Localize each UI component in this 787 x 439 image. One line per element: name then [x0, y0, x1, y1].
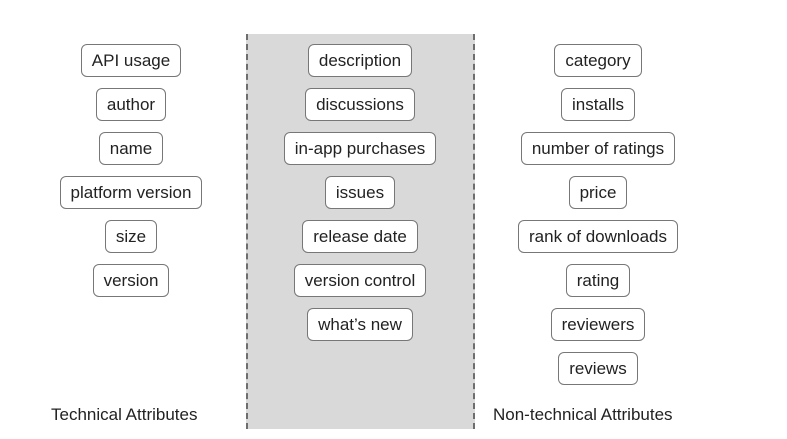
shared-attributes-column: description discussions in-app purchases… — [270, 44, 450, 341]
attribute-tag: reviewers — [550, 308, 646, 341]
attribute-tag: number of ratings — [520, 132, 676, 165]
attribute-tag: version control — [293, 264, 427, 297]
non-technical-attributes-column: category installs number of ratings pric… — [508, 44, 688, 385]
attribute-tag: discussions — [305, 88, 415, 121]
attribute-tag: price — [568, 176, 628, 209]
attribute-tag: installs — [561, 88, 635, 121]
attribute-tag: rating — [565, 264, 631, 297]
attribute-tag: platform version — [59, 176, 203, 209]
attribute-tag: what’s new — [307, 308, 413, 341]
attribute-tag: name — [98, 132, 164, 165]
attribute-tag: description — [307, 44, 413, 77]
attribute-tag: version — [92, 264, 170, 297]
technical-attributes-caption: Technical Attributes — [51, 405, 198, 424]
attribute-tag: category — [554, 44, 642, 77]
attribute-tag: API usage — [80, 44, 182, 77]
technical-attributes-column: API usage author name platform version s… — [51, 44, 211, 297]
attribute-tag: author — [95, 88, 167, 121]
attribute-tag: rank of downloads — [518, 220, 678, 253]
attribute-tag: release date — [302, 220, 418, 253]
non-technical-attributes-caption: Non-technical Attributes — [493, 405, 673, 424]
attribute-tag: in-app purchases — [283, 132, 437, 165]
attribute-tag: issues — [324, 176, 396, 209]
attribute-tag: reviews — [558, 352, 638, 385]
attribute-tag: size — [104, 220, 158, 253]
